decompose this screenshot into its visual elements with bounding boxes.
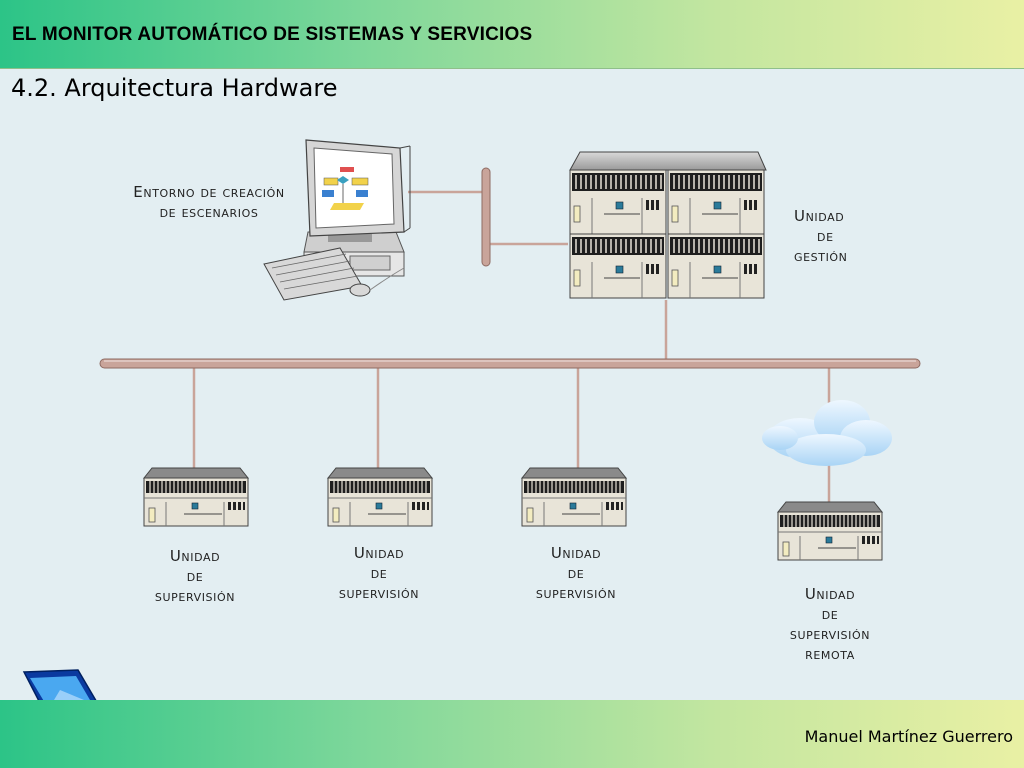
- remote-unit-line3: supervisión: [789, 625, 871, 643]
- supervision-unit-2-line1: Unidad: [353, 544, 405, 562]
- workstation-icon: [263, 139, 411, 301]
- supervision-unit-1-line3: supervisión: [154, 587, 236, 605]
- management-unit-line1: Unidad: [794, 207, 845, 225]
- network-connections: [192, 190, 831, 502]
- management-unit-line3: gestión: [794, 247, 848, 265]
- supervision-unit-2-line3: supervisión: [338, 584, 420, 602]
- architecture-diagram: [22, 139, 921, 700]
- slide-title: EL MONITOR AUTOMÁTICO DE SISTEMAS Y SERV…: [12, 24, 533, 45]
- main-network-bus: [99, 358, 921, 369]
- management-unit-line2: de: [817, 227, 834, 245]
- section-subtitle: 4.2. Arquitectura Hardware: [11, 74, 338, 102]
- management-unit-label: Unidad de gestión: [782, 206, 872, 266]
- remote-unit-line1: Unidad: [804, 585, 856, 603]
- supervision-unit-3-line3: supervisión: [535, 584, 617, 602]
- supervision-unit-3-label: Unidad de supervisión: [512, 543, 640, 603]
- remote-unit-line4: remota: [805, 645, 855, 663]
- remote-unit-line2: de: [821, 605, 839, 623]
- supervision-unit-3-icon: [521, 467, 627, 527]
- scenario-env-label: Entorno de creación de escenarios: [106, 182, 312, 222]
- scenario-env-line2: de escenarios: [159, 203, 259, 221]
- supervision-unit-2-icon: [327, 467, 433, 527]
- vertical-bus: [481, 167, 491, 267]
- supervision-unit-2-line2: de: [370, 564, 388, 582]
- laptop-logo-icon: [22, 669, 97, 700]
- supervision-unit-1-label: Unidad de supervisión: [132, 546, 258, 606]
- supervision-unit-1-icon: [143, 467, 249, 527]
- supervision-unit-2-label: Unidad de supervisión: [316, 543, 442, 603]
- scenario-env-line1: Entorno de creación: [133, 183, 285, 201]
- cloud-icon: [762, 400, 892, 466]
- remote-supervision-unit-icon: [777, 501, 883, 561]
- footer-author: Manuel Martínez Guerrero: [804, 727, 1013, 746]
- supervision-unit-1-line1: Unidad: [169, 547, 221, 565]
- slide-header: [0, 0, 1024, 69]
- remote-unit-label: Unidad de supervisión remota: [766, 584, 894, 664]
- slide-footer: [0, 700, 1024, 768]
- supervision-unit-3-line1: Unidad: [550, 544, 602, 562]
- management-unit-rack: [569, 151, 767, 299]
- supervision-unit-3-line2: de: [567, 564, 585, 582]
- supervision-unit-1-line2: de: [186, 567, 204, 585]
